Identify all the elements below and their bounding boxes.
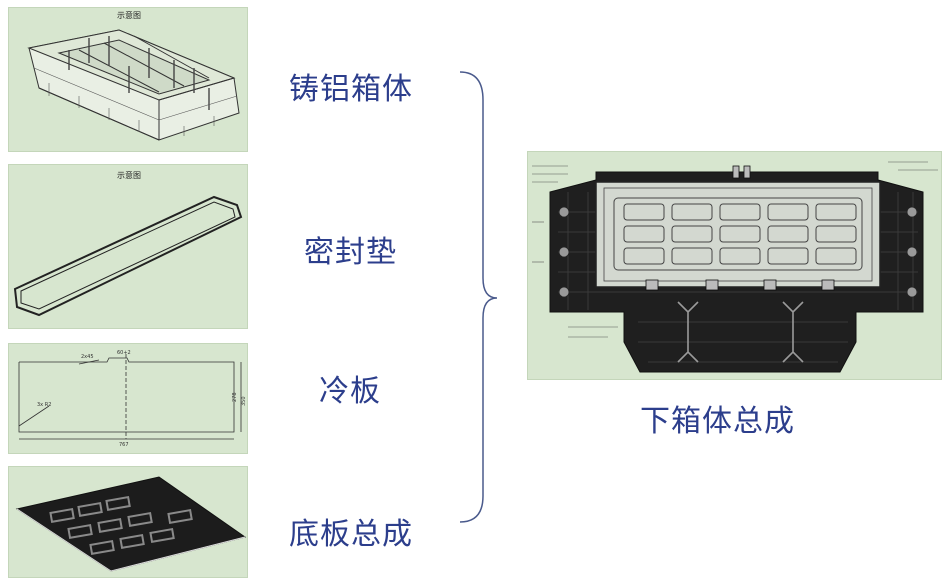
lower-housing-assembly-panel: [527, 151, 942, 380]
cold-plate-drawing: 2x45 3x R2 60+2 767 278 350: [18, 350, 247, 448]
label-bottom-plate-assembly: 底板总成: [289, 517, 413, 552]
label-cold-plate: 冷板: [319, 374, 381, 409]
gasket-panel: 示意图: [8, 164, 248, 329]
label-gasket: 密封垫: [304, 235, 397, 270]
assembly-brace: [459, 71, 498, 523]
dimension-label: 350: [241, 396, 247, 406]
cold-plate-panel: 2x45 3x R2 60+2 767 278 350: [8, 343, 248, 454]
cast-housing-panel: 示意图: [8, 7, 248, 152]
dimension-label: 767: [119, 442, 129, 448]
lower-housing-assembly-drawing: [532, 161, 938, 373]
gasket-drawing: [13, 195, 243, 317]
dimension-label: 60+2: [117, 350, 131, 356]
panel-caption: 示意图: [117, 171, 141, 180]
bottom-plate-drawing: [15, 476, 247, 572]
label-cast-aluminum-housing: 铸铝箱体: [289, 72, 413, 107]
dimension-label: 2x45: [81, 354, 94, 360]
cast-housing-drawing: [27, 29, 240, 141]
dimension-label: 278: [232, 392, 238, 402]
dimension-label: 3x R2: [37, 402, 51, 408]
bottom-plate-panel: [8, 466, 248, 578]
panel-caption: 示意图: [117, 11, 141, 20]
label-lower-housing-assembly: 下箱体总成: [640, 404, 795, 439]
